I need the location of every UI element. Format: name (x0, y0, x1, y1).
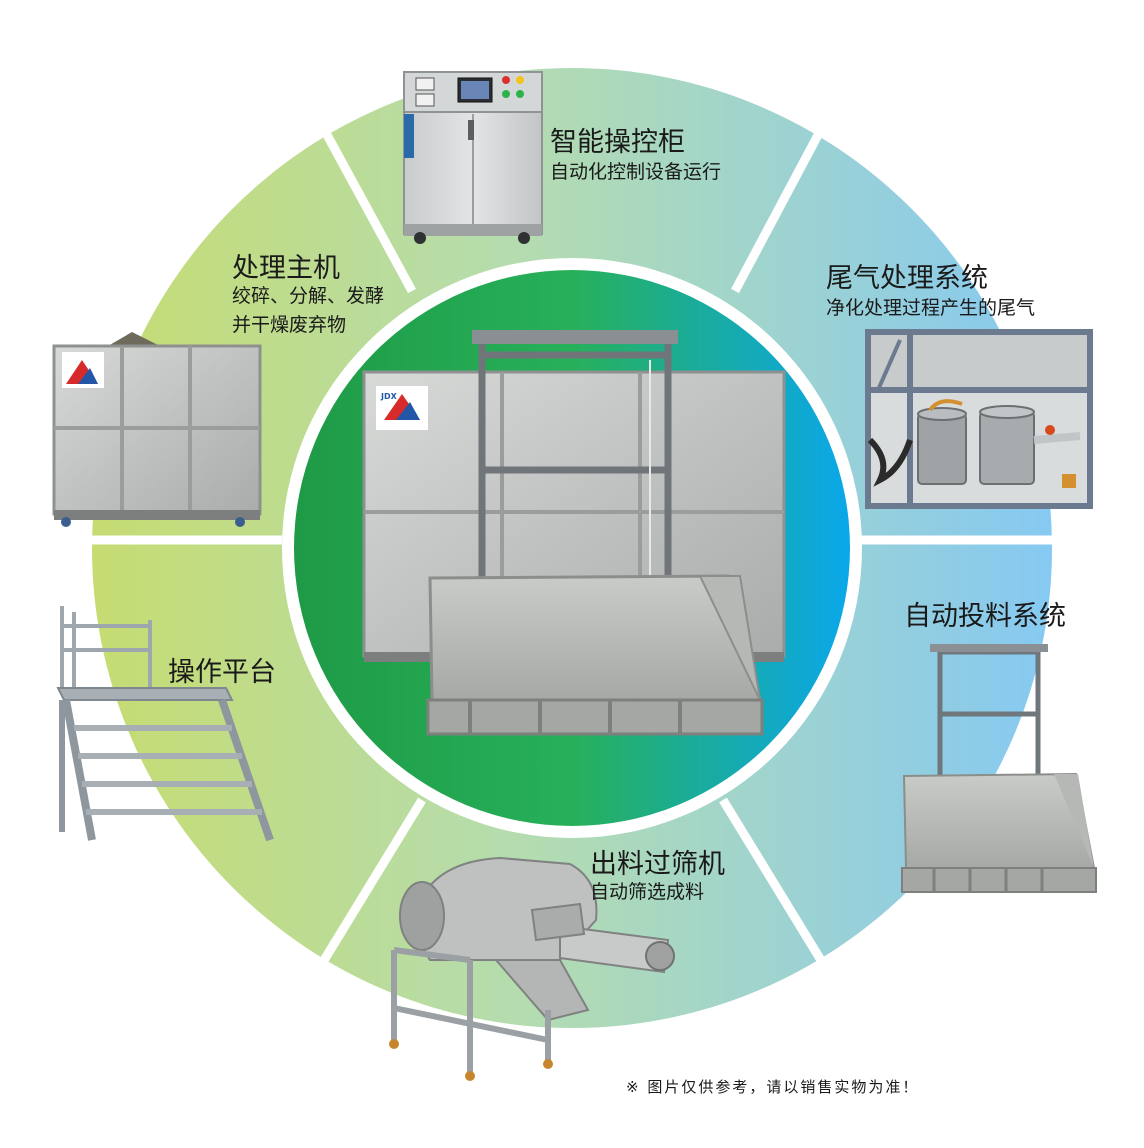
discharge-screen-title: 出料过筛机 (590, 849, 725, 880)
logo-text: JDX (381, 392, 397, 401)
center-machine-image (362, 330, 786, 736)
control-cabinet-title: 智能操控柜 (550, 127, 685, 158)
main-processor-title: 处理主机 (232, 253, 340, 284)
exhaust-treatment-desc: 净化处理过程产生的尾气 (826, 297, 1036, 319)
exhaust-treatment-title: 尾气处理系统 (826, 263, 988, 294)
auto-feeding-title: 自动投料系统 (904, 601, 1066, 632)
control-cabinet-desc: 自动化控制设备运行 (550, 161, 722, 183)
disclaimer: ※ 图片仅供参考，请以销售实物为准！ (626, 1078, 920, 1096)
main-processor-image (52, 332, 262, 527)
main-processor-desc-line2: 并干燥废弃物 (232, 314, 347, 336)
exhaust-treatment-image (865, 329, 1093, 509)
discharge-screen-desc: 自动筛选成料 (590, 881, 705, 903)
main-processor-desc-line1: 绞碎、分解、发酵 (232, 285, 385, 307)
operation-platform-image (56, 606, 274, 842)
segment-dividers (88, 117, 1056, 978)
operation-platform-title: 操作平台 (168, 657, 276, 688)
control-cabinet-image (403, 71, 543, 244)
discharge-screen-image (389, 856, 675, 1081)
auto-feeding-image (901, 644, 1097, 893)
